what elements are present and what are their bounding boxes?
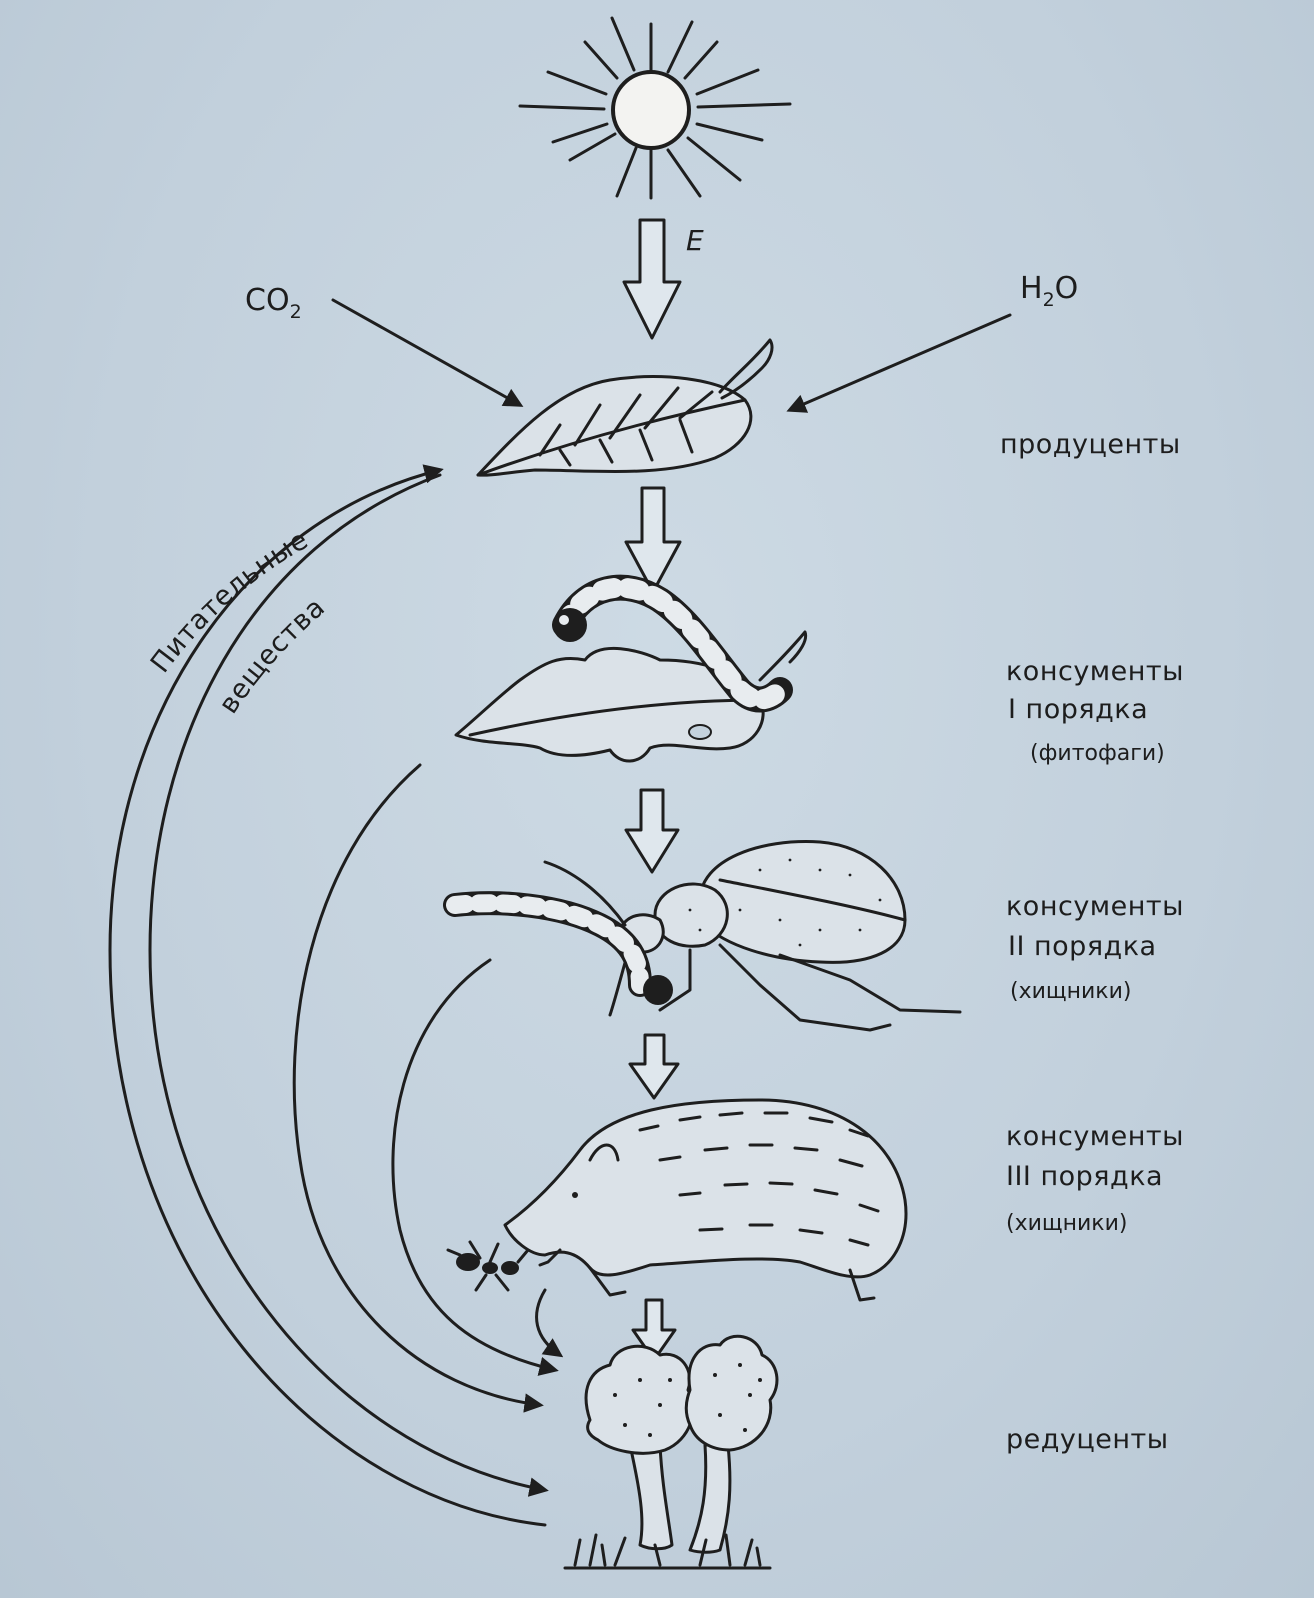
consumers3-order: III порядка xyxy=(1006,1161,1163,1192)
decomposers-label: редуценты xyxy=(1006,1424,1169,1455)
consumers1-note: (фитофаги) xyxy=(1030,741,1165,766)
arc-from-consumers1 xyxy=(292,763,544,1413)
arc-from-consumers2 xyxy=(391,958,559,1376)
consumers2-title: консументы xyxy=(1006,891,1184,922)
ant-icon xyxy=(446,1240,530,1292)
sun-icon xyxy=(518,16,792,200)
h2o-arrow xyxy=(786,313,1012,413)
consumers3-note: (хищники) xyxy=(1006,1211,1127,1236)
arc-from-decomposers xyxy=(108,464,547,1527)
consumers3-title: консументы xyxy=(1006,1121,1184,1152)
arc-from-consumers3 xyxy=(535,1288,564,1358)
flow-arrow-4 xyxy=(631,1298,677,1362)
nutrient-arcs xyxy=(108,464,564,1527)
mushroom-icon xyxy=(563,1334,779,1570)
flow-arrow-2 xyxy=(624,788,680,874)
co2-label: CO2 xyxy=(245,283,302,323)
h2o-label: H2O xyxy=(1020,271,1078,311)
consumers2-order: II порядка xyxy=(1008,931,1157,962)
arc-outer xyxy=(148,473,549,1497)
energy-arrow xyxy=(622,218,682,340)
beetle-icon xyxy=(443,840,962,1032)
consumers1-order: I порядка xyxy=(1008,694,1148,725)
leaf-icon xyxy=(476,338,774,477)
flow-arrow-1 xyxy=(624,486,682,594)
nutrients-label-line2: вещества xyxy=(213,592,331,720)
energy-label: E xyxy=(686,224,704,257)
consumers2-note: (хищники) xyxy=(1010,979,1131,1004)
co2-arrow xyxy=(331,298,524,407)
shrew-icon xyxy=(503,1098,908,1302)
producers-label: продуценты xyxy=(1000,429,1181,460)
caterpillar-icon xyxy=(454,574,808,763)
flow-arrow-3 xyxy=(628,1033,680,1100)
consumers1-title: консументы xyxy=(1006,656,1184,687)
